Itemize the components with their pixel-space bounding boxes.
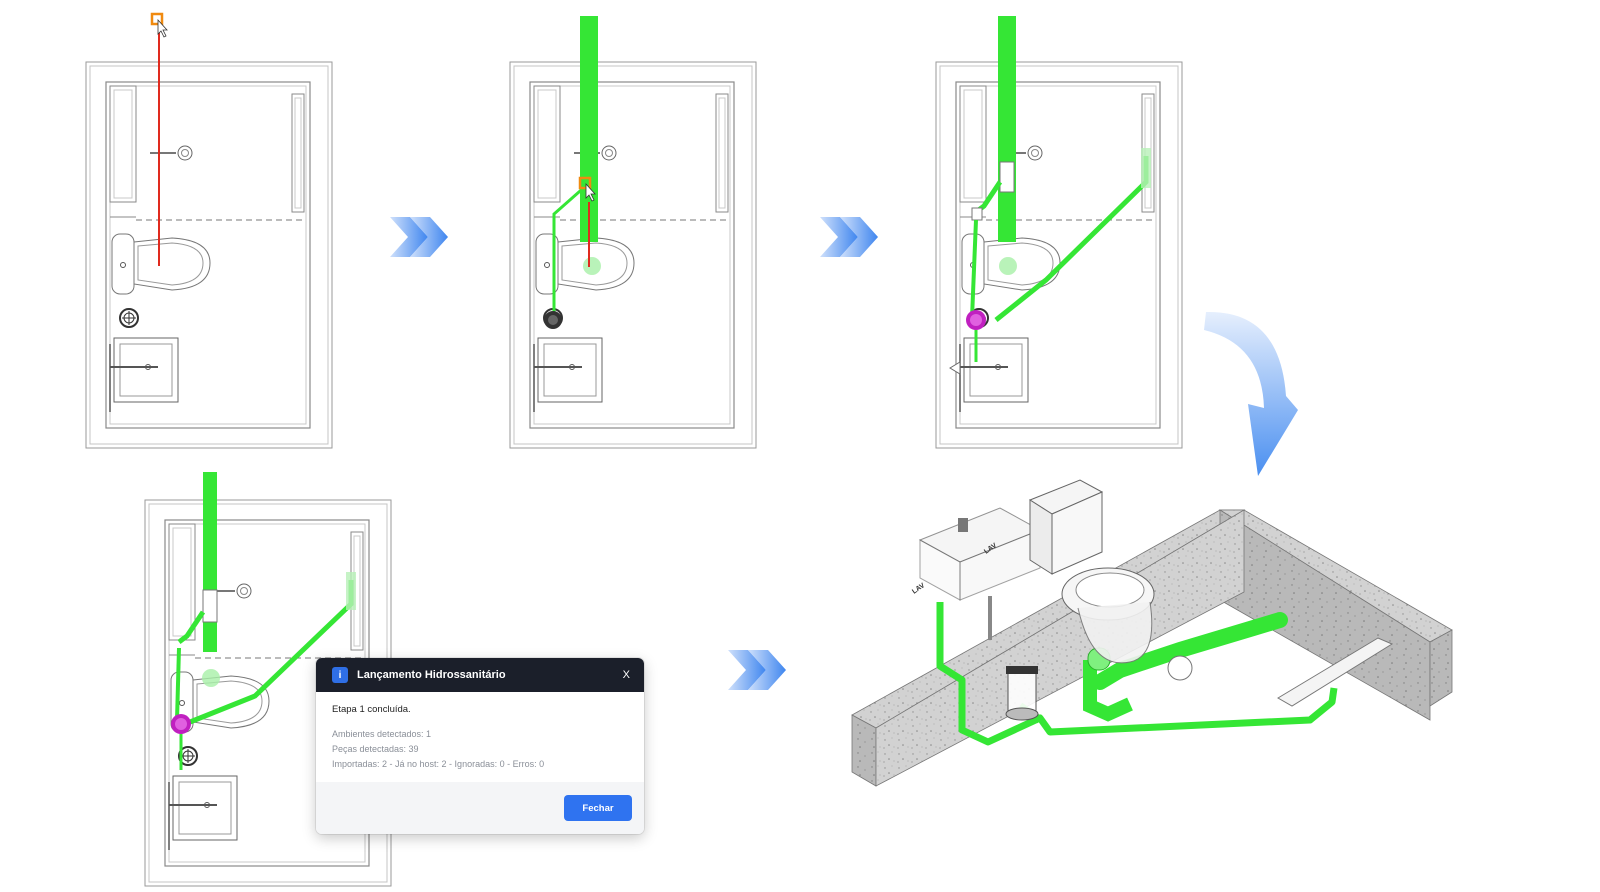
chevron-double-right-icon	[820, 217, 878, 257]
isometric-view: LAV LAV	[851, 479, 1453, 787]
dialog-header: i Lançamento Hidrossanitário X	[316, 658, 644, 692]
plan-step-4	[144, 472, 392, 887]
dialog-title: Lançamento Hidrossanitário	[357, 669, 506, 681]
cursor-icon	[150, 12, 168, 38]
dialog-status: Etapa 1 concluída.	[332, 704, 411, 715]
plan-step-2	[509, 16, 757, 449]
dialog-line: Ambientes detectados: 1	[332, 729, 432, 739]
lav-label: LAV	[911, 582, 926, 596]
cursor-icon	[578, 176, 596, 202]
info-icon: i	[332, 667, 348, 683]
chevron-double-right-icon	[390, 217, 448, 257]
dialog-line: Importadas: 2 - Já no host: 2 - Ignorada…	[332, 759, 545, 769]
dialog-lancamento: i Lançamento Hidrossanitário X Etapa 1 c…	[316, 658, 644, 834]
chevron-double-right-icon	[728, 650, 786, 690]
plan-step-3	[935, 16, 1183, 449]
close-icon[interactable]: X	[622, 669, 630, 681]
curved-arrow-down-icon	[1204, 311, 1298, 476]
close-button[interactable]: Fechar	[564, 795, 632, 821]
plan-step-1	[85, 22, 333, 449]
dialog-footer: Fechar	[316, 782, 644, 834]
dialog-body: Etapa 1 concluída. Ambientes detectados:…	[316, 692, 644, 782]
dialog-line: Peças detectadas: 39	[332, 744, 419, 754]
